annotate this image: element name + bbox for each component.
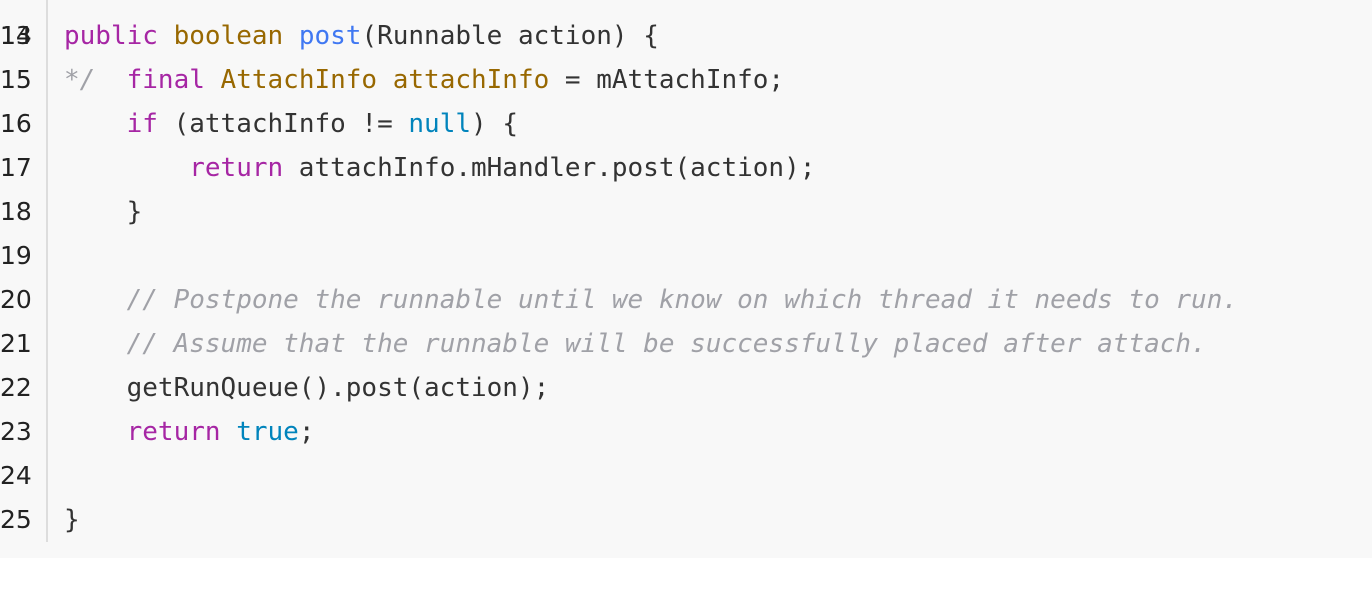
code-token: AttachInfo attachInfo: [220, 65, 550, 95]
code-line: 19: [0, 234, 1372, 278]
code-token: [64, 417, 127, 447]
code-token: return: [126, 417, 221, 447]
code-text: return true;: [64, 410, 315, 454]
code-token: [221, 417, 237, 447]
code-token: public: [64, 21, 174, 51]
code-line: 25}: [0, 498, 1372, 542]
code-line: 14 public boolean post(Runnable action) {: [0, 14, 1372, 58]
code-text: */: [64, 65, 96, 95]
code-token: // Assume that the runnable will be succ…: [126, 329, 1207, 359]
code-text: // Postpone the runnable until we know o…: [64, 278, 1238, 322]
code-token: (Runnable action) {: [361, 21, 659, 51]
code-token: if: [126, 109, 158, 139]
code-token: ;: [298, 417, 315, 447]
line-number: 14: [0, 21, 32, 50]
code-line: 15 final AttachInfo attachInfo = mAttach…: [0, 58, 1372, 102]
code-text: if (attachInfo != null) {: [64, 102, 518, 146]
code-block: 13 */ 14 public boolean post(Runnable act…: [0, 0, 1372, 542]
line-number: 20: [0, 285, 32, 314]
code-line-partial: 13 */: [0, 0, 1372, 95]
line-number: 18: [0, 197, 32, 226]
code-text: return attachInfo.mHandler.post(action);: [64, 146, 815, 190]
line-number: 22: [0, 373, 32, 402]
code-token: return: [189, 153, 284, 183]
code-token: }: [64, 197, 143, 227]
code-token: // Postpone the runnable until we know o…: [126, 285, 1239, 315]
code-token: [64, 285, 127, 315]
code-token: final: [126, 65, 221, 95]
line-number: 17: [0, 153, 32, 182]
code-line: 17 return attachInfo.mHandler.post(actio…: [0, 146, 1372, 190]
code-text: }: [64, 498, 80, 542]
code-line: 18 }: [0, 190, 1372, 234]
line-number: 25: [0, 505, 32, 534]
code-token: }: [64, 505, 80, 535]
line-number: 19: [0, 241, 32, 270]
line-number: 24: [0, 461, 32, 490]
code-token: getRunQueue().post(action);: [64, 373, 550, 403]
code-text: public boolean post(Runnable action) {: [64, 14, 659, 58]
code-token: true: [236, 417, 299, 447]
code-token: boolean: [173, 21, 299, 51]
code-token: post: [298, 21, 362, 51]
code-token: (attachInfo !=: [157, 109, 409, 139]
gutter-divider: [46, 0, 48, 542]
code-token: null: [408, 109, 472, 139]
code-token: [64, 153, 189, 183]
code-token: [64, 329, 127, 359]
line-number: 23: [0, 417, 32, 446]
line-number: 21: [0, 329, 32, 358]
code-token: ) {: [471, 109, 518, 139]
code-line: 24: [0, 454, 1372, 498]
code-text: getRunQueue().post(action);: [64, 366, 550, 410]
code-line: 16 if (attachInfo != null) {: [0, 102, 1372, 146]
line-number: 16: [0, 109, 32, 138]
code-token: [64, 65, 127, 95]
code-line: 23 return true;: [0, 410, 1372, 454]
code-line: 21 // Assume that the runnable will be s…: [0, 322, 1372, 366]
line-number: 13: [0, 21, 32, 50]
code-text: }: [64, 190, 143, 234]
code-line: 20 // Postpone the runnable until we kno…: [0, 278, 1372, 322]
code-text: final AttachInfo attachInfo = mAttachInf…: [64, 58, 784, 102]
code-token: = mAttachInfo;: [549, 65, 785, 95]
code-token: attachInfo.mHandler.post(action);: [283, 153, 816, 183]
code-line: 22 getRunQueue().post(action);: [0, 366, 1372, 410]
code-token: [64, 109, 127, 139]
line-number: 15: [0, 65, 32, 94]
code-text: // Assume that the runnable will be succ…: [64, 322, 1207, 366]
